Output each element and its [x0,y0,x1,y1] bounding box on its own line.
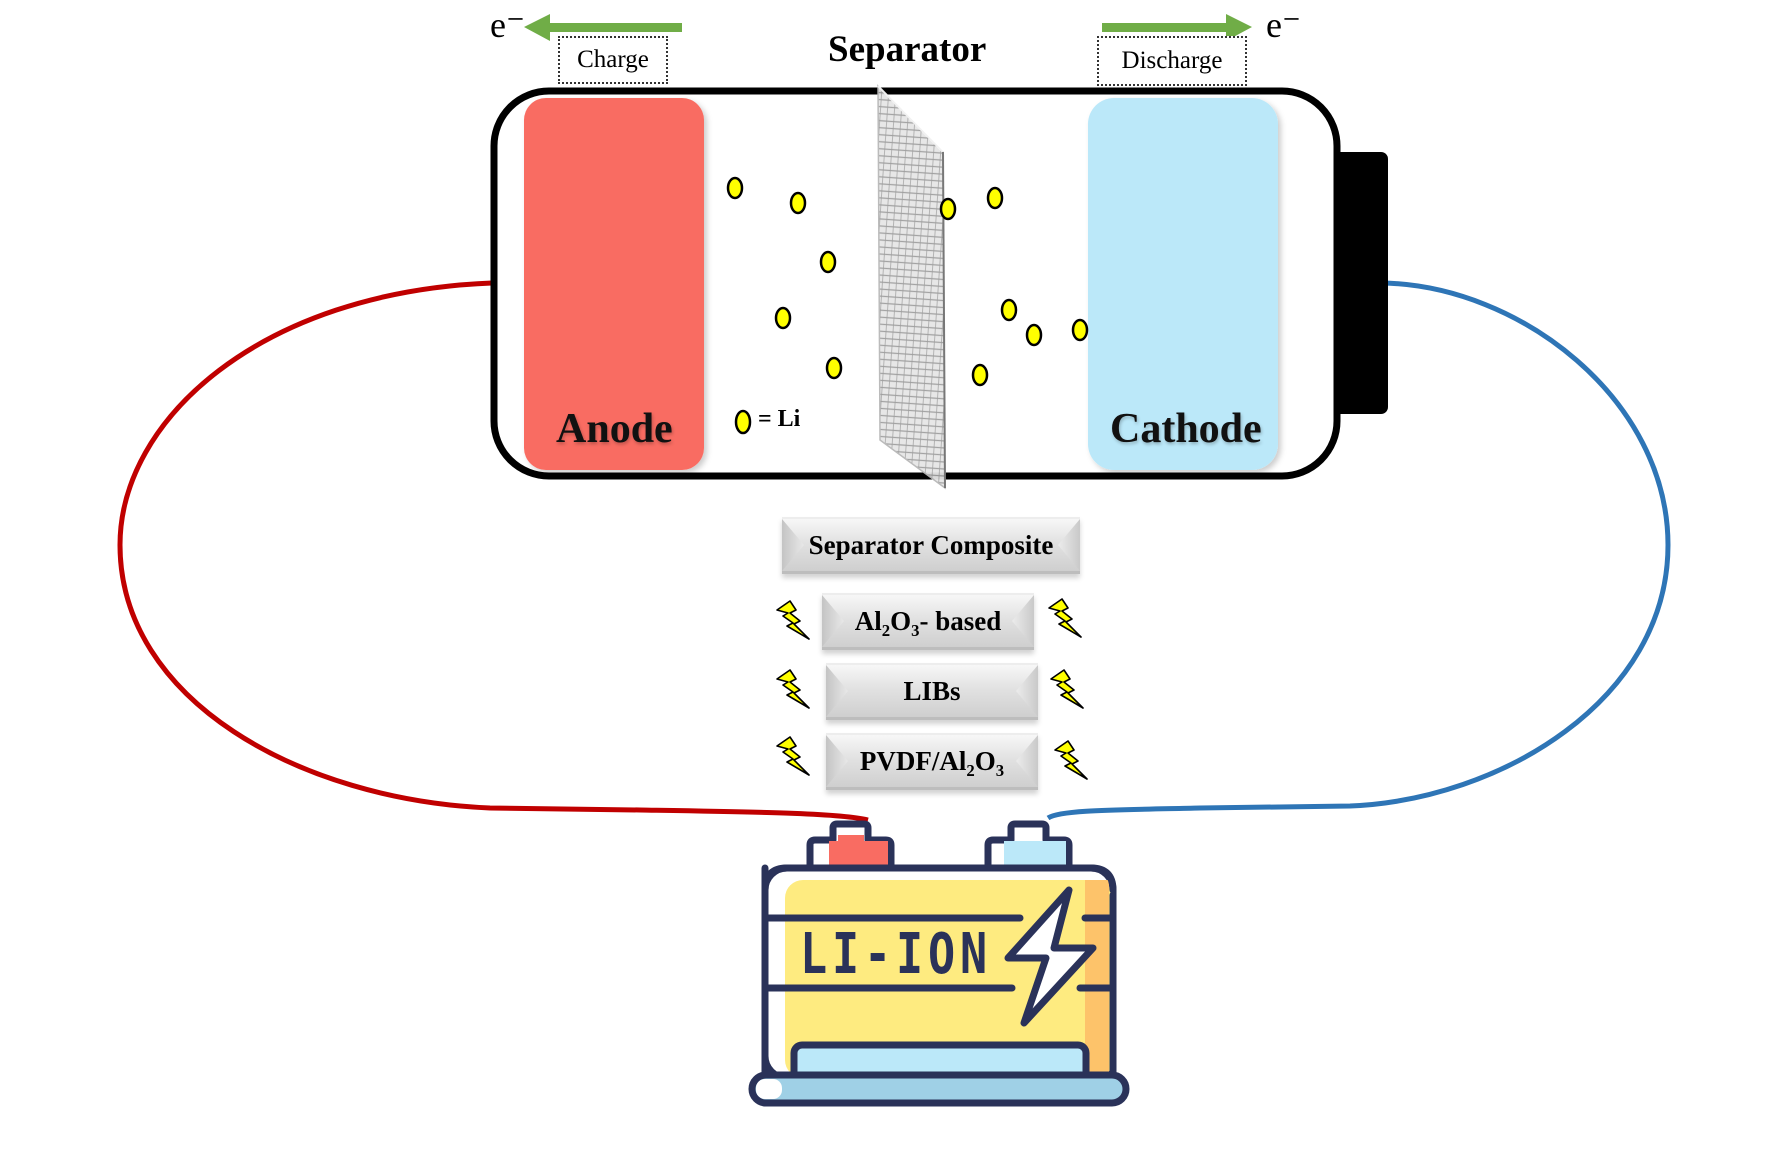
anode-label: Anode [556,406,673,452]
keyword-al2o3-based-label: Al2O3- based [854,605,1002,640]
keyword-libs-label: LIBs [903,675,961,706]
electron-symbol-right: e⁻ [1266,5,1301,45]
subscript: 3 [911,620,920,640]
cathode-electrode [1088,98,1278,470]
subscript: 2 [966,760,975,780]
li-ion [789,191,807,215]
keyword-text: O [974,745,996,776]
li-legend-icon [734,409,752,435]
keyword-text: Al [854,605,882,636]
separator-title: Separator [828,29,987,70]
battery-icon-text: LI-ION [800,922,992,987]
li-ion [726,176,744,200]
cathode-wire [1046,280,1671,821]
keyword-al2o3-based: Al2O3- based [822,593,1034,650]
battery-lightning-icon [1004,886,1097,1027]
keyword-text: PVDF/Al [859,745,967,776]
li-ion [1071,318,1089,342]
anode-electrode [524,98,704,470]
separator-composite-box: Separator Composite [782,517,1080,574]
separator-composite-label: Separator Composite [808,529,1054,560]
li-ion [819,250,837,274]
keyword-text: O [890,605,912,636]
li-ion [825,356,843,380]
charge-label: Charge [558,36,668,84]
li-ion [1000,298,1018,322]
anode-wire [117,280,869,823]
li-legend-text: = Li [758,406,801,432]
keyword-pvdf-al2o3-label: PVDF/Al2O3 [859,745,1005,780]
li-ion [939,197,957,221]
li-ion [986,186,1004,210]
subscript: 2 [881,620,891,640]
discharge-arrow-icon [1102,14,1252,41]
cathode-label: Cathode [1110,406,1262,452]
electron-symbol-left: e⁻ [490,5,525,45]
li-ion [1025,323,1043,347]
keyword-text: - based [919,605,1002,636]
battery-terminal-cap [1330,152,1388,414]
discharge-label: Discharge [1097,36,1247,86]
li-ion [774,306,792,330]
battery-base [748,1071,1130,1107]
keyword-pvdf-al2o3: PVDF/Al2O3 [826,733,1038,790]
keyword-libs: LIBs [826,663,1038,720]
li-ion [971,363,989,387]
subscript: 3 [995,760,1005,780]
charge-arrow-icon [524,14,682,41]
